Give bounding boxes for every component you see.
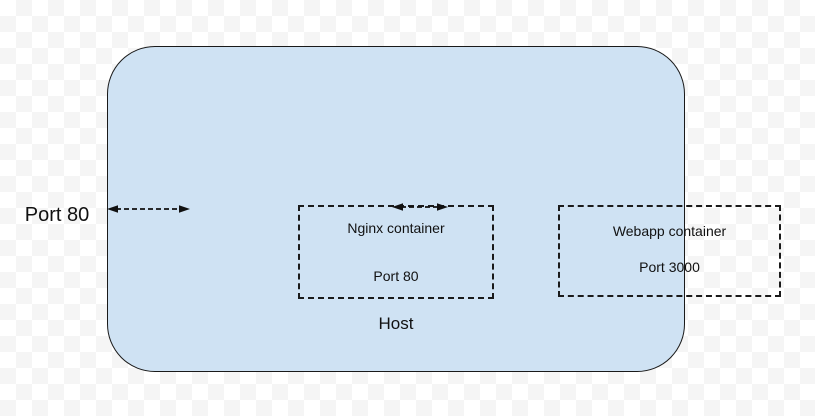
arrowhead-left-icon xyxy=(107,205,118,213)
nginx-container-title: Nginx container xyxy=(347,220,445,236)
webapp-container-port-label: Port 3000 xyxy=(639,259,700,275)
webapp-container-box[interactable]: Webapp container Port 3000 xyxy=(558,205,781,297)
host-label: Host xyxy=(378,314,414,333)
arrowhead-right-icon xyxy=(437,203,448,211)
external-port-to-nginx-arrow xyxy=(107,205,190,213)
nginx-container-port-label: Port 80 xyxy=(373,268,419,284)
arrowhead-left-icon xyxy=(392,203,403,211)
arrowhead-right-icon xyxy=(179,205,190,213)
nginx-to-webapp-arrow xyxy=(392,203,448,211)
external-port-label: Port 80 xyxy=(24,204,90,226)
host-box[interactable]: Nginx container Port 80 Webapp container… xyxy=(107,46,781,372)
nginx-container-box[interactable]: Nginx container Port 80 xyxy=(298,205,494,299)
webapp-container-title: Webapp container xyxy=(612,223,727,239)
